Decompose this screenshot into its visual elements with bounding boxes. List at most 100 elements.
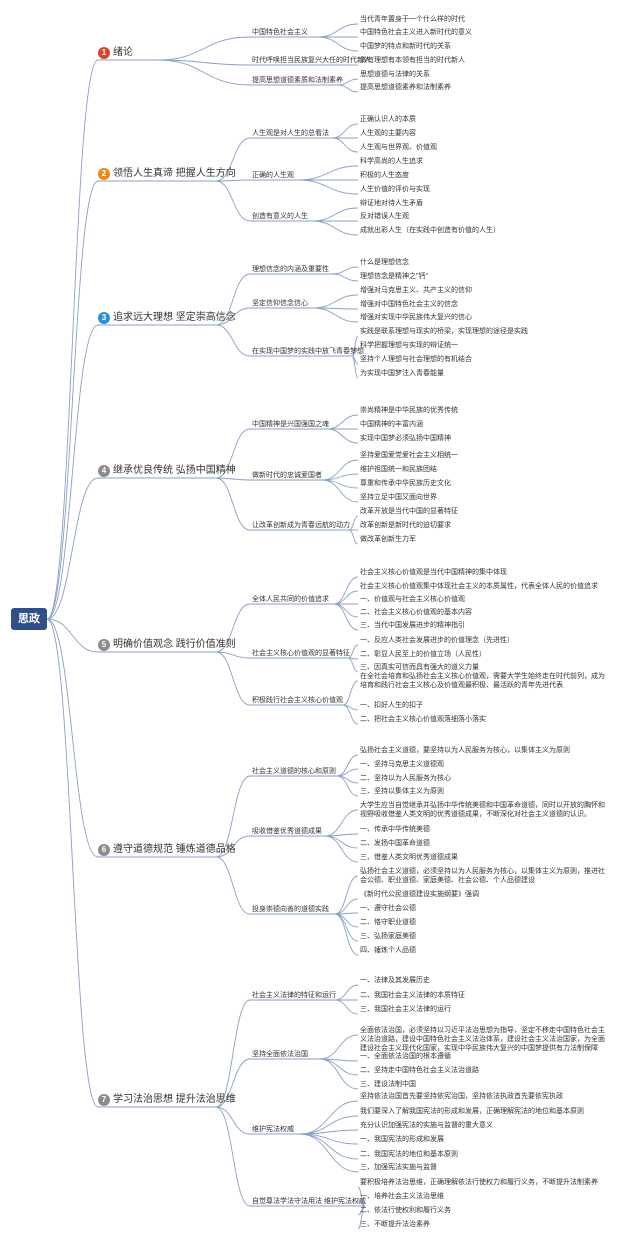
leaf-item[interactable]: 做改革创新生力军 (360, 535, 416, 543)
leaf-item[interactable]: 一、坚持马克思主义道德观 (360, 760, 444, 768)
leaf-item[interactable]: 充分认识加强宪法的实施与监督的重大意义 (360, 1121, 493, 1129)
leaf-item[interactable]: 科学高尚的人生追求 (360, 157, 423, 165)
topic-node[interactable]: 坚持全面依法治国 (252, 1050, 308, 1058)
topic-node[interactable]: 投身崇德向善的道德实践 (252, 905, 329, 913)
leaf-item[interactable]: 增强对中国特色社会主义的信念 (360, 300, 458, 308)
root-node[interactable]: 思政 (11, 608, 47, 630)
topic-node[interactable]: 社会主义法律的特征和运行 (252, 991, 336, 999)
leaf-item[interactable]: 二、把社会主义核心价值观落细落小落实 (360, 715, 486, 723)
leaf-item[interactable]: 改革开放是当代中国的显著特征 (360, 507, 458, 515)
topic-node[interactable]: 理想信念的内涵及重要性 (252, 265, 329, 273)
leaf-item[interactable]: 二、坚持走中国特色社会主义法治道路 (360, 1066, 479, 1074)
leaf-item[interactable]: 社会主义核心价值观集中体现社会主义的本质属性，代表全体人民的价值追求 (360, 582, 598, 590)
leaf-item[interactable]: 增强对实现中华民族伟大复兴的信心 (360, 313, 472, 321)
leaf-item[interactable]: 一、遵守社会公德 (360, 904, 416, 912)
topic-node[interactable]: 维护宪法权威 (252, 1125, 294, 1133)
leaf-item[interactable]: 要积极培养法治思维，正确理解依法行使权力和履行义务，不断提升法制素养 (360, 1178, 598, 1186)
topic-node[interactable]: 积极践行社会主义核心价值观 (252, 696, 343, 704)
topic-node[interactable]: 中国精神是兴国强国之魂 (252, 420, 329, 428)
leaf-item[interactable]: 正确认识人的本质 (360, 115, 416, 123)
leaf-item[interactable]: 坚持依法治国首先要坚持依宪治国，坚持依法执政首先要依宪执政 (360, 1092, 563, 1100)
leaf-item[interactable]: 提高思想道德素养和法制素养 (360, 83, 451, 91)
topic-node[interactable]: 让改革创新成为青春远航的动力 (252, 521, 350, 529)
leaf-item[interactable]: 人生价值的评价与实现 (360, 185, 430, 193)
topic-node[interactable]: 时代呼唤担当民族复兴大任的时代新人 (252, 56, 371, 64)
leaf-item[interactable]: 全面依法治国，必须坚持以习近平法治思想为指导，坚定不移走中国特色社会主义法治道路… (360, 1027, 605, 1052)
leaf-item[interactable]: 一、反应人类社会发展进步的价值理念（先进性） (360, 636, 514, 644)
topic-node[interactable]: 坚定信仰信念信心 (252, 299, 308, 307)
leaf-item[interactable]: 一、我国宪法的形成和发展 (360, 1135, 444, 1143)
leaf-item[interactable]: 三、加强宪法实施与监督 (360, 1163, 437, 1171)
topic-node[interactable]: 社会主义道德的核心和原则 (252, 767, 336, 775)
leaf-item[interactable]: 二、恪守职业道德 (360, 918, 416, 926)
leaf-item[interactable]: 二、依法行使权利和履行义务 (360, 1206, 451, 1214)
leaf-item[interactable]: 一、全面依法治国的根本遵循 (360, 1052, 451, 1060)
leaf-item[interactable]: 中国精神的丰富内涵 (360, 420, 423, 428)
leaf-item[interactable]: 一、法律及其发展历史 (360, 976, 430, 984)
leaf-item[interactable]: 增强对马克思主义、共产主义的信仰 (360, 286, 472, 294)
topic-node[interactable]: 提高思想道德素质和法制素养 (252, 76, 343, 84)
leaf-item[interactable]: 二、发扬中国革命道德 (360, 839, 430, 847)
topic-node[interactable]: 社会主义核心价值观的显著特征 (252, 649, 350, 657)
leaf-item[interactable]: 尊重和传承中华民族历史文化 (360, 479, 451, 487)
topic-node[interactable]: 吸收借鉴优秀道德成果 (252, 827, 322, 835)
leaf-item[interactable]: 三、弘扬家庭美德 (360, 932, 416, 940)
leaf-item[interactable]: 思想道德与法律的关系 (360, 70, 430, 78)
leaf-item[interactable]: 在全社会培育和弘扬社会主义核心价值观，需要大学生始终走在时代前列，成为培育和践行… (360, 673, 605, 689)
leaf-item[interactable]: 《新时代公民道德建设实施纲要》强调 (360, 890, 479, 898)
leaf-item[interactable]: 一、培养社会主义法治思维 (360, 1192, 444, 1200)
leaf-item[interactable]: 坚持爱国爱党爱社会主义相统一 (360, 451, 458, 459)
leaf-item[interactable]: 三、当代中国发展进步的精神指引 (360, 621, 465, 629)
topic-node[interactable]: 正确的人生观 (252, 171, 294, 179)
leaf-item[interactable]: 三、建设法制中国 (360, 1080, 416, 1088)
topic-node[interactable]: 在实现中国梦的实践中放飞青春梦想 (252, 347, 364, 355)
topic-node[interactable]: 人生观是对人生的总看法 (252, 129, 329, 137)
leaf-item[interactable]: 中国特色社会主义进入新时代的意义 (360, 28, 472, 36)
topic-node[interactable]: 创造有意义的人生 (252, 212, 308, 220)
leaf-item[interactable]: 为实现中国梦注入青春能量 (360, 369, 444, 377)
leaf-item[interactable]: 当代青年置身于一个什么样的时代 (360, 15, 465, 23)
topic-node[interactable]: 全体人民共同的价值追求 (252, 595, 329, 603)
leaf-item[interactable]: 人生观与世界观、价值观 (360, 143, 437, 151)
leaf-item[interactable]: 坚持个人理想与社会理想的有机结合 (360, 355, 472, 363)
leaf-item[interactable]: 实践是联系理想与现实的桥梁，实现理想的途径是实践 (360, 327, 528, 335)
leaf-item[interactable]: 大学生应当自觉继承并弘扬中华传统美德和中国革命道德，同时以开放的胸怀和视野吸收借… (360, 802, 605, 818)
leaf-item[interactable]: 弘扬社会主义道德，必须坚持以为人民服务为核心，以集体主义为原则，推进社会公德、职… (360, 868, 605, 884)
leaf-item[interactable]: 改革创新是新时代的迫切要求 (360, 521, 451, 529)
leaf-item[interactable]: 四、锤炼个人品德 (360, 946, 416, 954)
leaf-item[interactable]: 二、我国社会主义法律的本质特征 (360, 991, 465, 999)
leaf-item[interactable]: 积极的人生态度 (360, 171, 409, 179)
leaf-item[interactable]: 坚持立足中国又面向世界 (360, 493, 437, 501)
leaf-item[interactable]: 三、因真实可信而具有强大的道义力量 (360, 663, 479, 671)
leaf-item[interactable]: 弘扬社会主义道德，要坚持以为人民服务为核心，以集体主义为原则 (360, 746, 570, 754)
leaf-item[interactable]: 反对错误人生观 (360, 212, 409, 220)
leaf-item[interactable]: 我们要深入了解我国宪法的形成和发展，正确理解宪法的地位和基本原则 (360, 1107, 584, 1115)
topic-node[interactable]: 中国特色社会主义 (252, 28, 308, 36)
leaf-item[interactable]: 科学把握理想与实现的辩证统一 (360, 341, 458, 349)
leaf-item[interactable]: 成就出彩人生（在实践中创造有价值的人生） (360, 226, 500, 234)
topic-node[interactable]: 做新时代的忠诚爱国者 (252, 471, 322, 479)
leaf-item[interactable]: 一、扣好人生的扣子 (360, 701, 423, 709)
leaf-item[interactable]: 三、我国社会主义法律的运行 (360, 1005, 451, 1013)
leaf-item[interactable]: 人生观的主要内容 (360, 129, 416, 137)
leaf-item[interactable]: 三、借鉴人类文明优秀道德成果 (360, 853, 458, 861)
leaf-item[interactable]: 二、社会主义核心价值观的基本内容 (360, 608, 472, 616)
topic-node[interactable]: 自觉尊法学法守法用法 维护宪法权威 (252, 1197, 366, 1205)
leaf-item[interactable]: 理想信念是精神之"钙" (360, 272, 428, 280)
leaf-item[interactable]: 中国梦的特点和新时代的关系 (360, 42, 451, 50)
leaf-item[interactable]: 二、坚持以为人民服务为核心 (360, 774, 451, 782)
leaf-item[interactable]: 辩证地对待人生矛盾 (360, 199, 423, 207)
leaf-item[interactable]: 实现中国梦必须弘扬中国精神 (360, 434, 451, 442)
leaf-item[interactable]: 崇尚精神是中华民族的优秀传统 (360, 406, 458, 414)
leaf-item[interactable]: 二、彰显人民至上的价值立场（人民性） (360, 650, 486, 658)
leaf-item[interactable]: 三、不断提升法治素养 (360, 1220, 430, 1228)
leaf-item[interactable]: 三、坚持以集体主义为原则 (360, 787, 444, 795)
leaf-item[interactable]: 什么是理想信念 (360, 258, 409, 266)
